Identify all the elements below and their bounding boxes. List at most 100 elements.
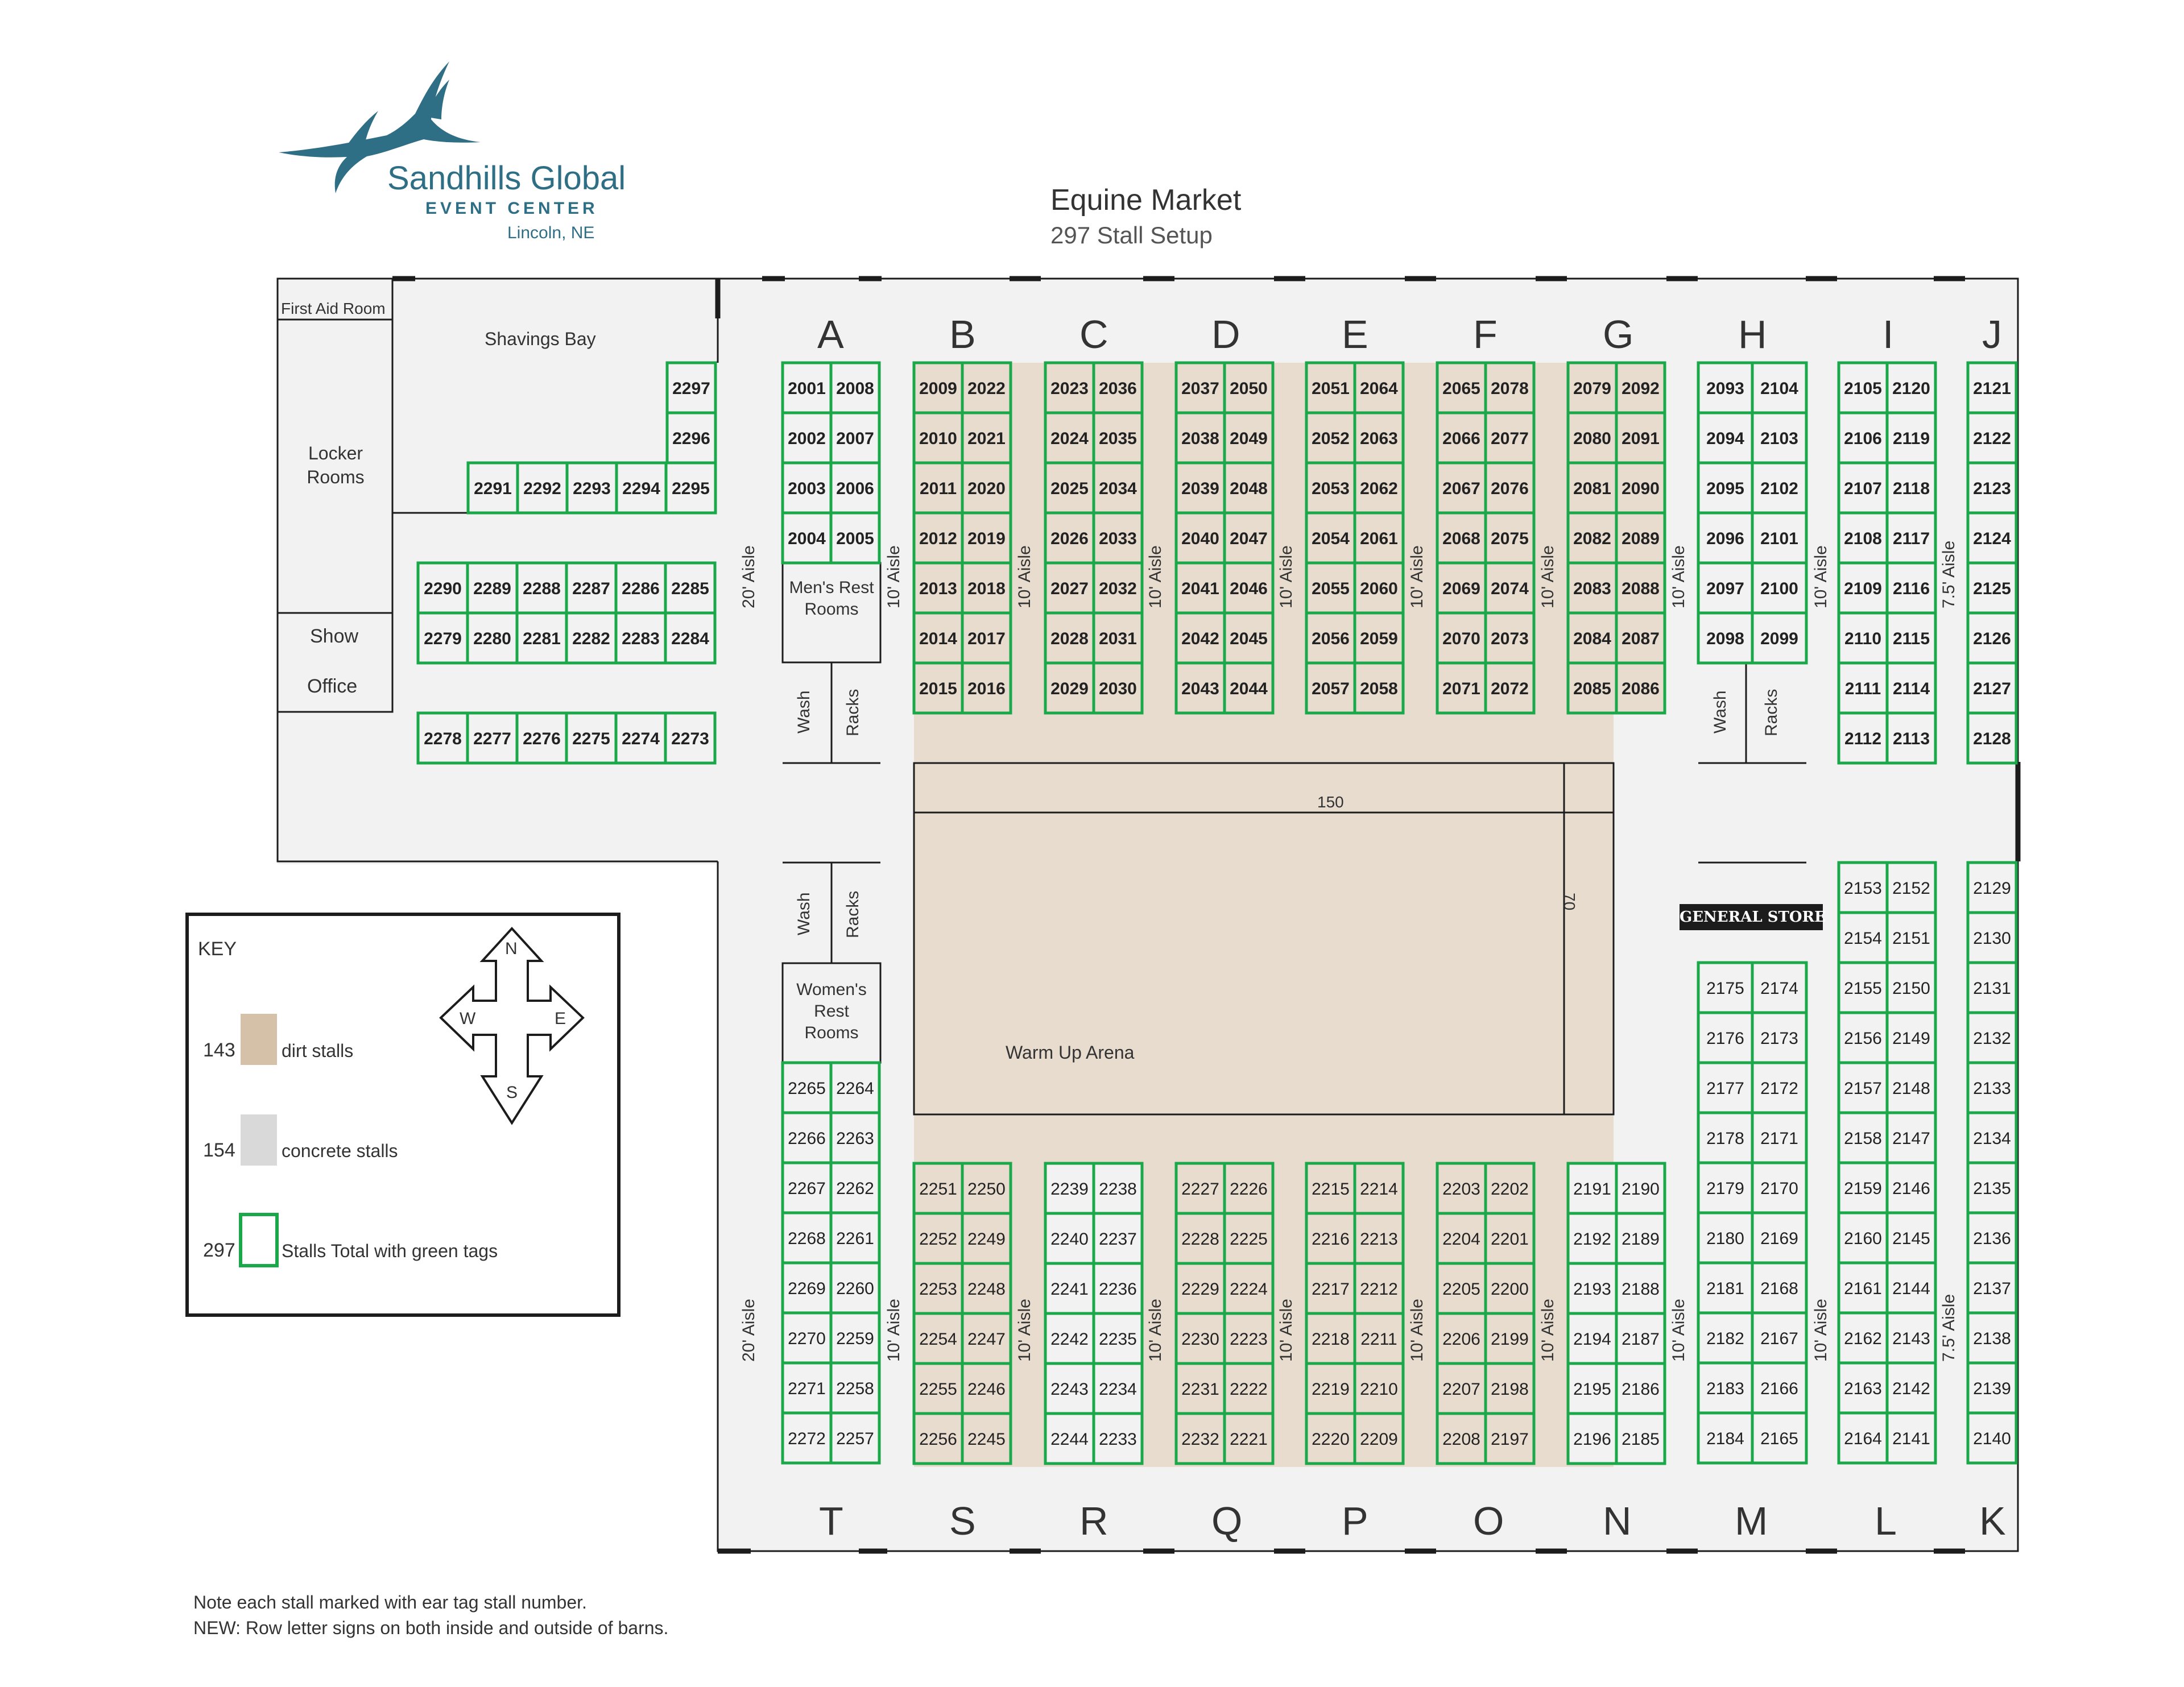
- stall-number: 2036: [1099, 379, 1137, 398]
- stall-number: 2009: [919, 379, 957, 398]
- stall-number: 2175: [1706, 979, 1744, 998]
- stall: [1092, 1412, 1144, 1465]
- stall-number: 2003: [788, 479, 826, 498]
- stall: [781, 1261, 833, 1315]
- stall: [781, 511, 833, 565]
- key-green-count: 297: [203, 1240, 235, 1261]
- stall-number: 2231: [1181, 1380, 1219, 1399]
- stall: [961, 561, 1012, 615]
- row-letter-h: H: [1738, 312, 1767, 357]
- stall-number: 2091: [1622, 429, 1660, 448]
- stall-number: 2294: [622, 479, 660, 498]
- wash-label-1: Wash: [795, 690, 813, 733]
- first-aid-room-label: First Aid Room: [281, 300, 386, 317]
- stall-number: 2182: [1706, 1329, 1744, 1348]
- stall-number: 2035: [1099, 429, 1137, 448]
- stall-number: 2151: [1892, 929, 1930, 948]
- stall-number: 2180: [1706, 1229, 1744, 1248]
- stall: [961, 1312, 1012, 1365]
- stall: [1484, 411, 1536, 465]
- stall: [1174, 561, 1226, 615]
- stall-number: 2113: [1893, 729, 1930, 748]
- stall-number: 2074: [1491, 579, 1529, 598]
- key-swatch-green: [239, 1213, 279, 1267]
- stall-number: 2187: [1622, 1330, 1660, 1349]
- stall: [614, 611, 667, 665]
- show-office-label-1: Show: [310, 625, 359, 647]
- stall-number: 2075: [1491, 529, 1529, 548]
- stall-number: 2266: [788, 1129, 826, 1148]
- stall-number: 2244: [1050, 1430, 1089, 1449]
- stall: [1697, 611, 1754, 665]
- stall: [1885, 1011, 1937, 1064]
- stall-number: 2061: [1360, 529, 1398, 548]
- stall-number: 2208: [1442, 1430, 1480, 1449]
- stall-number: 2084: [1573, 629, 1611, 648]
- stall-number: 2007: [836, 429, 874, 448]
- stall-number: 2018: [967, 579, 1006, 598]
- stall-number: 2031: [1099, 629, 1137, 648]
- page-title: Equine Market: [1050, 184, 1242, 217]
- stall: [1837, 711, 1889, 765]
- warm-up-arena-label: Warm Up Arena: [1006, 1042, 1135, 1063]
- stall-number: 2115: [1893, 629, 1930, 648]
- stall-number: 2058: [1360, 679, 1398, 698]
- stall-number: 2167: [1760, 1329, 1798, 1348]
- stall-number: 2073: [1491, 629, 1529, 648]
- stall-number: 2168: [1760, 1279, 1798, 1298]
- key-dirt-count: 143: [203, 1039, 235, 1061]
- stall-number: 2284: [671, 629, 709, 648]
- stall-number: 2043: [1181, 679, 1219, 698]
- stall-number: 2211: [1360, 1330, 1397, 1349]
- stall: [1092, 1212, 1144, 1265]
- stall-number: 2104: [1760, 379, 1798, 398]
- stall: [1484, 1162, 1536, 1215]
- stall-number: 2251: [919, 1180, 957, 1199]
- stall-number: 2130: [1973, 929, 2011, 948]
- stall: [1697, 961, 1754, 1014]
- stall-number: 2048: [1230, 479, 1268, 498]
- stall-number: 2002: [788, 429, 826, 448]
- stall-number: 2105: [1844, 379, 1882, 398]
- stall-block-2296: 2296: [665, 411, 717, 465]
- stall: [1751, 1211, 1808, 1265]
- stall-number: 2042: [1181, 629, 1219, 648]
- stall-number: 2109: [1844, 579, 1882, 598]
- aisle-10-de-top: 10' Aisle: [1277, 545, 1296, 608]
- stall-number: 2094: [1706, 429, 1744, 448]
- stall: [1751, 411, 1808, 465]
- stall-number: 2270: [788, 1329, 826, 1348]
- aisle-20-bottom: 20' Aisle: [739, 1299, 758, 1362]
- row-letter-b: B: [949, 312, 976, 357]
- stall-number: 2197: [1491, 1430, 1529, 1449]
- stall-number: 2156: [1844, 1029, 1882, 1048]
- stall-number: 2212: [1360, 1280, 1398, 1299]
- stall-number: 2069: [1442, 579, 1480, 598]
- stall: [1751, 361, 1808, 415]
- stall-number: 2280: [473, 629, 511, 648]
- stall-number: 2064: [1360, 379, 1398, 398]
- compass-n-label: N: [505, 939, 518, 958]
- stall-number: 2143: [1892, 1329, 1930, 1348]
- stall: [1751, 511, 1808, 565]
- stall: [1223, 1312, 1275, 1365]
- stall: [1044, 1412, 1095, 1465]
- stall: [961, 1262, 1012, 1315]
- stall-number: 2060: [1360, 579, 1398, 598]
- stall-number: 2135: [1973, 1179, 2011, 1198]
- aisle-10-ts-bottom: 10' Aisle: [884, 1299, 903, 1362]
- stall-number: 2275: [572, 729, 610, 748]
- stall-number: 2157: [1844, 1079, 1882, 1098]
- row-letter-t: T: [819, 1499, 843, 1543]
- stall-number: 2148: [1892, 1079, 1930, 1098]
- stall: [1697, 1411, 1754, 1465]
- stall-number: 2250: [967, 1180, 1006, 1199]
- stall-number: 2215: [1312, 1180, 1350, 1199]
- door-marks: [392, 276, 2021, 1554]
- stall-number: 2162: [1844, 1329, 1882, 1348]
